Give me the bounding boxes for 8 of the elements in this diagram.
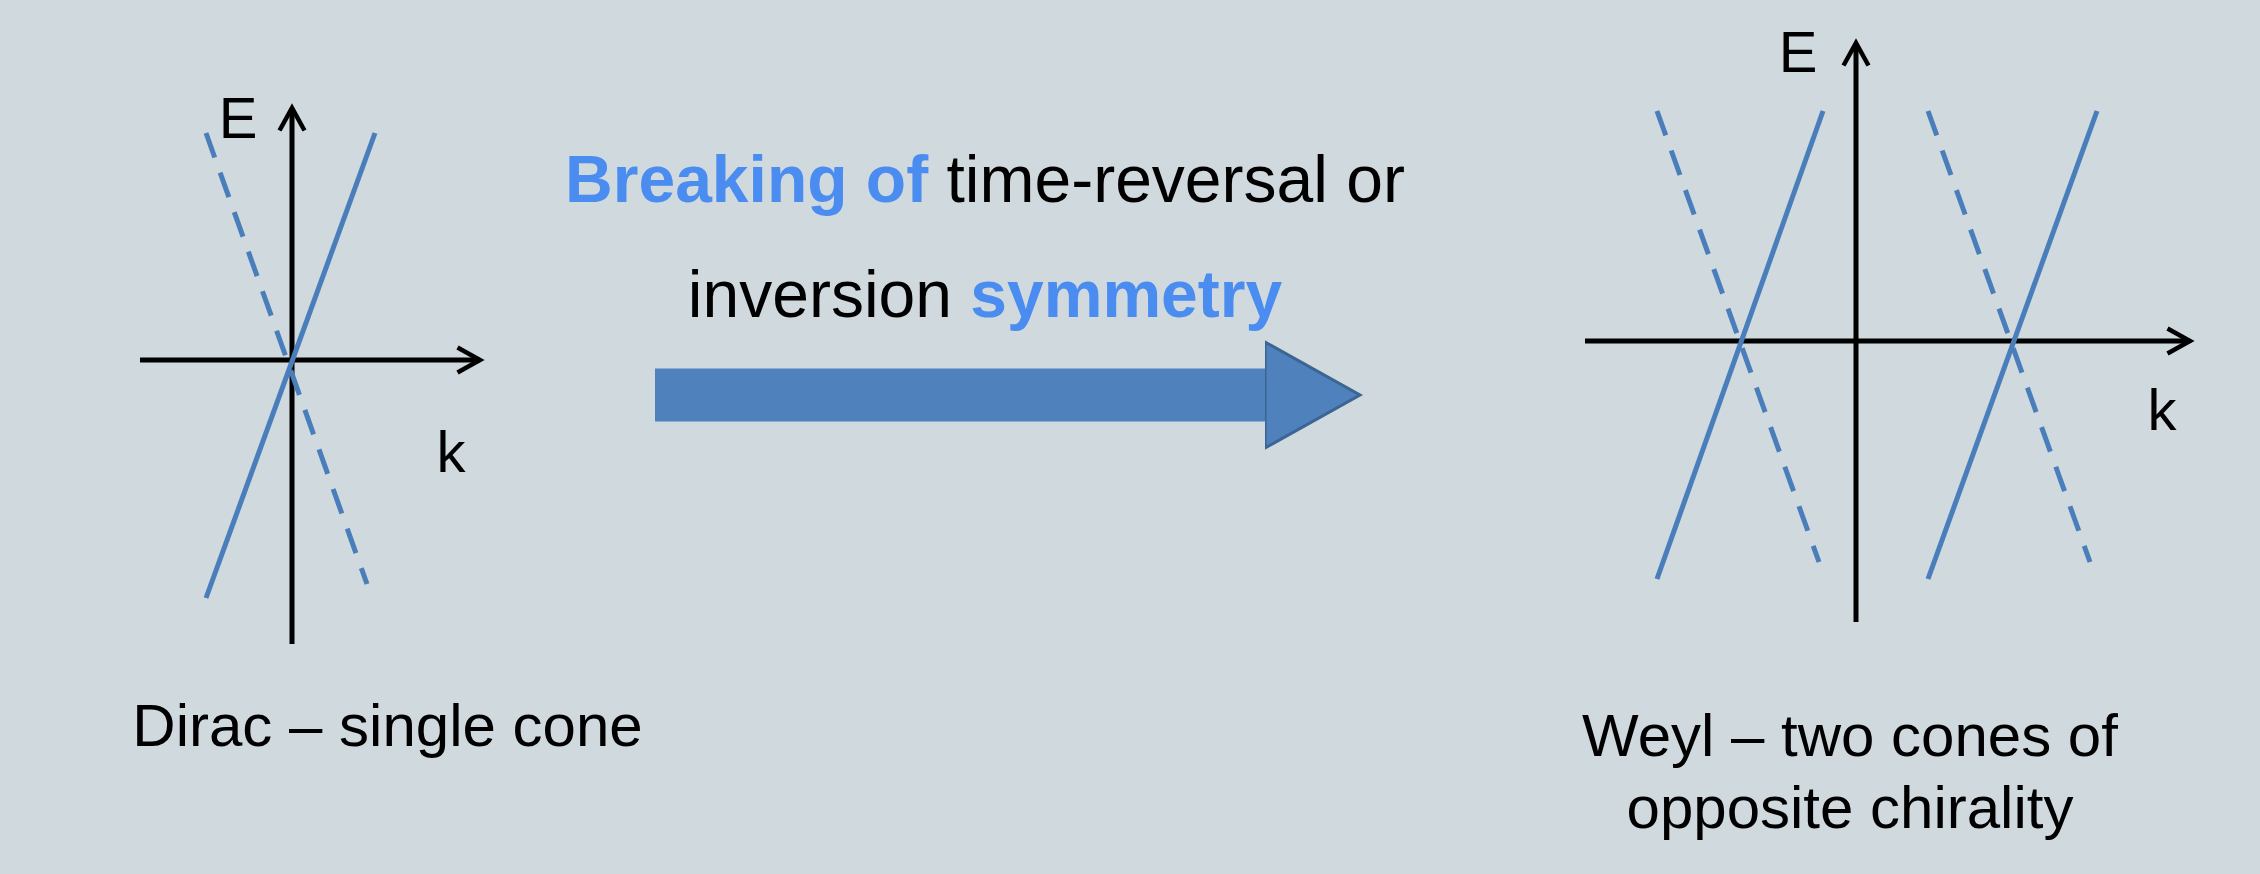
- node-label: Dirac – single cone: [131, 691, 644, 761]
- axis-label: E: [1778, 23, 1818, 81]
- block-arrow: [655, 340, 1362, 450]
- axis-label: k: [2147, 381, 2177, 439]
- node-label: Weyl – two cones of opposite chirality: [1581, 701, 2119, 843]
- edge-label: Breaking of time-reversal or inversion symmetry: [564, 141, 1406, 333]
- axis-label: k: [436, 423, 466, 481]
- axis-label: E: [218, 89, 258, 147]
